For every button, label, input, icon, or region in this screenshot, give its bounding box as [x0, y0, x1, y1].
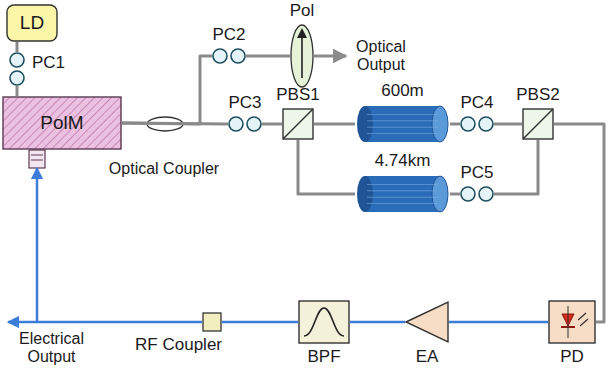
polarization-beam-splitter-shape: [282, 108, 314, 140]
electrical-wire: [222, 321, 298, 324]
optical-fiber: [450, 193, 460, 196]
output-label: Electrical Output: [4, 330, 99, 365]
band-pass-filter: BPF: [298, 300, 350, 344]
photodetector-shape: [548, 300, 596, 344]
polarization-controller-shape: [212, 48, 246, 64]
part-label: PC5: [460, 164, 493, 183]
part-label: 600m: [381, 82, 424, 101]
electrical-output-arrow: [8, 321, 37, 324]
component-label: Optical Coupler: [104, 160, 224, 178]
polarization-beam-splitter-shape: [522, 108, 554, 140]
photodetector: PD: [548, 300, 596, 344]
optical-fiber: [122, 123, 228, 124]
polarizer: Pol: [290, 24, 314, 88]
polarization-modulator-box: PolM: [2, 96, 122, 150]
polarization-controller: PC2: [212, 48, 246, 64]
rf-coupler-shape: [202, 312, 222, 332]
electrical-wire: [37, 168, 202, 322]
part-label: PC3: [228, 94, 261, 113]
polarization-controller: PC1: [8, 52, 26, 86]
optical-fiber: [450, 123, 460, 126]
part-label: PC1: [32, 54, 65, 73]
optical-output-arrow: [314, 55, 346, 58]
part-label: PC2: [212, 26, 245, 45]
polarization-controller-shape: [228, 116, 262, 132]
modulator-rf-port: [29, 150, 45, 168]
polarizer-shape: [290, 24, 314, 88]
polarization-controller: PC3: [228, 116, 262, 132]
polarization-controller-shape: [460, 186, 494, 202]
electrical-amplifier: EA: [405, 300, 449, 344]
box-label: LD: [20, 13, 44, 34]
fiber-spool-shape: [355, 104, 450, 144]
optical-fiber: [314, 123, 355, 126]
polarization-controller: PC5: [460, 186, 494, 202]
optical-fiber: [16, 86, 19, 96]
laser-diode-box: LD: [6, 4, 58, 42]
optical-fiber: [246, 55, 290, 58]
polarization-controller-shape: [460, 116, 494, 132]
part-label: PBS1: [276, 86, 319, 105]
part-label: PC4: [460, 94, 493, 113]
part-label: Pol: [290, 2, 315, 21]
optical-fiber: [262, 123, 282, 126]
optical-fiber: [494, 123, 522, 126]
electrical-wire: [449, 321, 548, 324]
optical-fiber: [298, 140, 355, 194]
part-label: 4.74km: [375, 152, 431, 171]
output-label: Optical Output: [350, 38, 412, 73]
fiber-spool: 4.74km: [355, 174, 450, 214]
polarization-beam-splitter: PBS1: [282, 108, 314, 140]
electrical-wire: [350, 321, 405, 324]
part-label: EA: [416, 348, 439, 367]
optical-fiber: [554, 124, 604, 322]
optical-fiber: [122, 56, 212, 124]
polarization-beam-splitter: PBS2: [522, 108, 554, 140]
optical-fiber: [16, 42, 19, 52]
polarization-controller-shape: [8, 52, 26, 86]
rf-coupler: RF Coupler: [202, 312, 222, 332]
box-label: PolM: [40, 113, 83, 134]
part-label: BPF: [307, 348, 340, 367]
polarization-controller: PC4: [460, 116, 494, 132]
fiber-spool: 600m: [355, 104, 450, 144]
part-label: PD: [560, 348, 584, 367]
part-label: PBS2: [516, 86, 559, 105]
part-label: RF Coupler: [135, 336, 222, 355]
band-pass-filter-shape: [298, 300, 350, 344]
fiber-spool-shape: [355, 174, 450, 214]
electrical-amplifier-shape: [405, 300, 449, 344]
optical-fiber: [494, 140, 538, 194]
